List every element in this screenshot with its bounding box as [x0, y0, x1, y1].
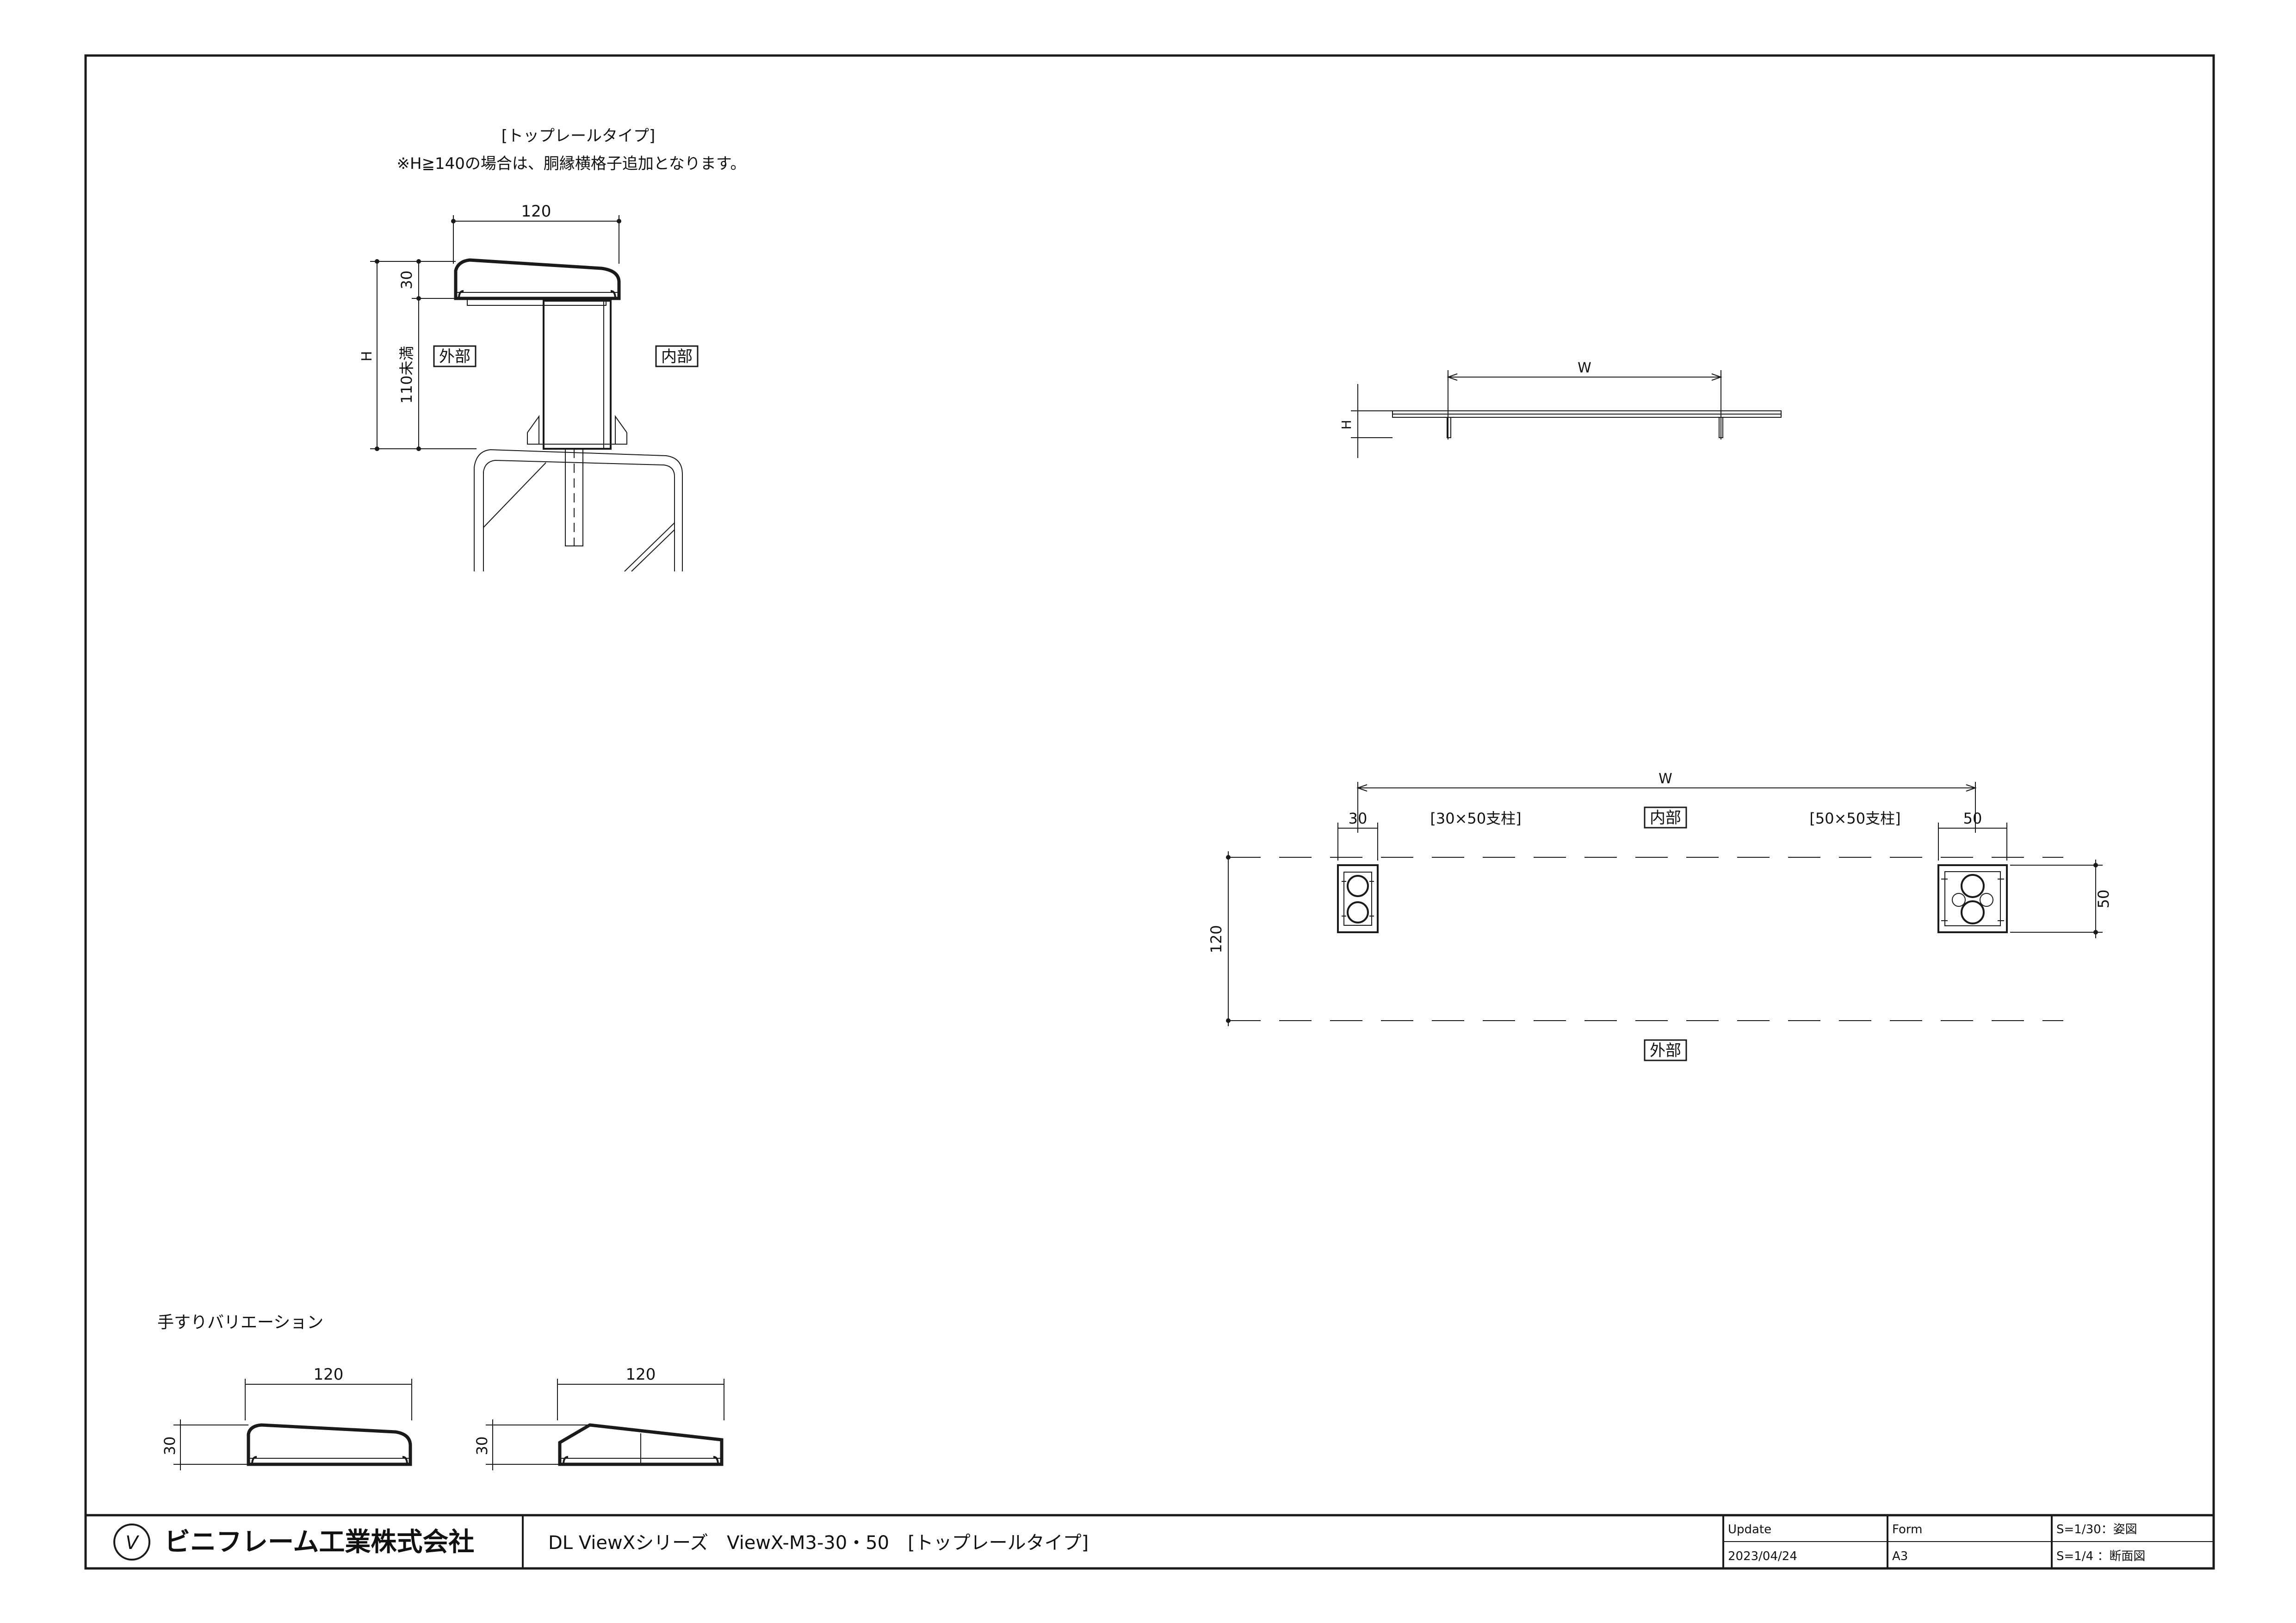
- drawing-title: DL ViewXシリーズ ViewX-M3-30・50 [トップレールタイプ]: [548, 1532, 1089, 1554]
- variation-1-width: 120: [314, 1365, 344, 1384]
- plan-post-small-label: [30×50支柱]: [1430, 810, 1521, 827]
- elevation-view: W H: [1339, 360, 1782, 458]
- elevation-post-left: [1447, 417, 1451, 438]
- scale-2: S=1/4 ：断面図: [2056, 1549, 2145, 1563]
- title-block: V ビニフレーム工業株式会社 DL ViewXシリーズ ViewX-M3-30・…: [86, 1514, 2214, 1568]
- section-dim-rail-height: 30: [398, 271, 415, 290]
- sheet-frame: [84, 54, 2215, 1570]
- update-value: 2023/04/24: [1728, 1549, 1797, 1563]
- post-body: [543, 300, 612, 450]
- svg-text:V: V: [125, 1532, 139, 1554]
- plan-dim-120: 120: [1207, 925, 1225, 953]
- variation-2: 120 30: [473, 1365, 724, 1470]
- post-50x50: [1937, 864, 2008, 933]
- elevation-dim-W: W: [1578, 360, 1591, 376]
- plan-dim-50-side: 50: [2095, 890, 2112, 909]
- elevation-post-right: [1719, 417, 1723, 438]
- company-logo-icon: V: [113, 1524, 150, 1561]
- form-value: A3: [1892, 1549, 1908, 1563]
- plan-dim-W: W: [1659, 771, 1672, 787]
- update-label: Update: [1728, 1523, 1771, 1536]
- parapet-wall: [474, 449, 683, 571]
- section-label-inside: 内部: [661, 347, 693, 366]
- section-dim-H: H: [359, 351, 375, 362]
- plan-label-inside: 内部: [1650, 809, 1681, 827]
- section-dim-under: 110未満: [398, 346, 415, 403]
- variation-1-height: 30: [161, 1437, 179, 1456]
- section-note: ※H≧140の場合は、胴縁横格子追加となります。: [396, 155, 746, 173]
- section-title: [トップレールタイプ]: [501, 127, 656, 145]
- variation-2-height: 30: [473, 1437, 491, 1456]
- handrail-variations: 手すりバリエーション 120 30 120: [157, 1313, 724, 1470]
- plan-dim-50: 50: [1963, 810, 1982, 827]
- elevation-dim-H: H: [1339, 420, 1354, 429]
- company-name: ビニフレーム工業株式会社: [164, 1527, 474, 1557]
- post-30x50: [1337, 864, 1379, 933]
- section-label-outside: 外部: [439, 347, 470, 366]
- scale-1: S=1/30：姿図: [2056, 1523, 2137, 1536]
- section-view: [トップレールタイプ] ※H≧140の場合は、胴縁横格子追加となります。 120: [359, 127, 746, 572]
- variation-1: 120 30: [161, 1365, 412, 1470]
- plan-view: W 30 50 [30×50支柱] 内部 [50×50支柱]: [1207, 771, 2112, 1061]
- variations-title: 手すりバリエーション: [157, 1313, 323, 1332]
- variation-2-width: 120: [626, 1365, 656, 1384]
- plan-post-large-label: [50×50支柱]: [1809, 810, 1900, 827]
- form-label: Form: [1892, 1523, 1923, 1536]
- plan-label-outside: 外部: [1650, 1041, 1681, 1060]
- section-dim-width: 120: [521, 202, 551, 221]
- plan-dim-30: 30: [1349, 810, 1368, 827]
- top-rail-profile: [454, 258, 621, 300]
